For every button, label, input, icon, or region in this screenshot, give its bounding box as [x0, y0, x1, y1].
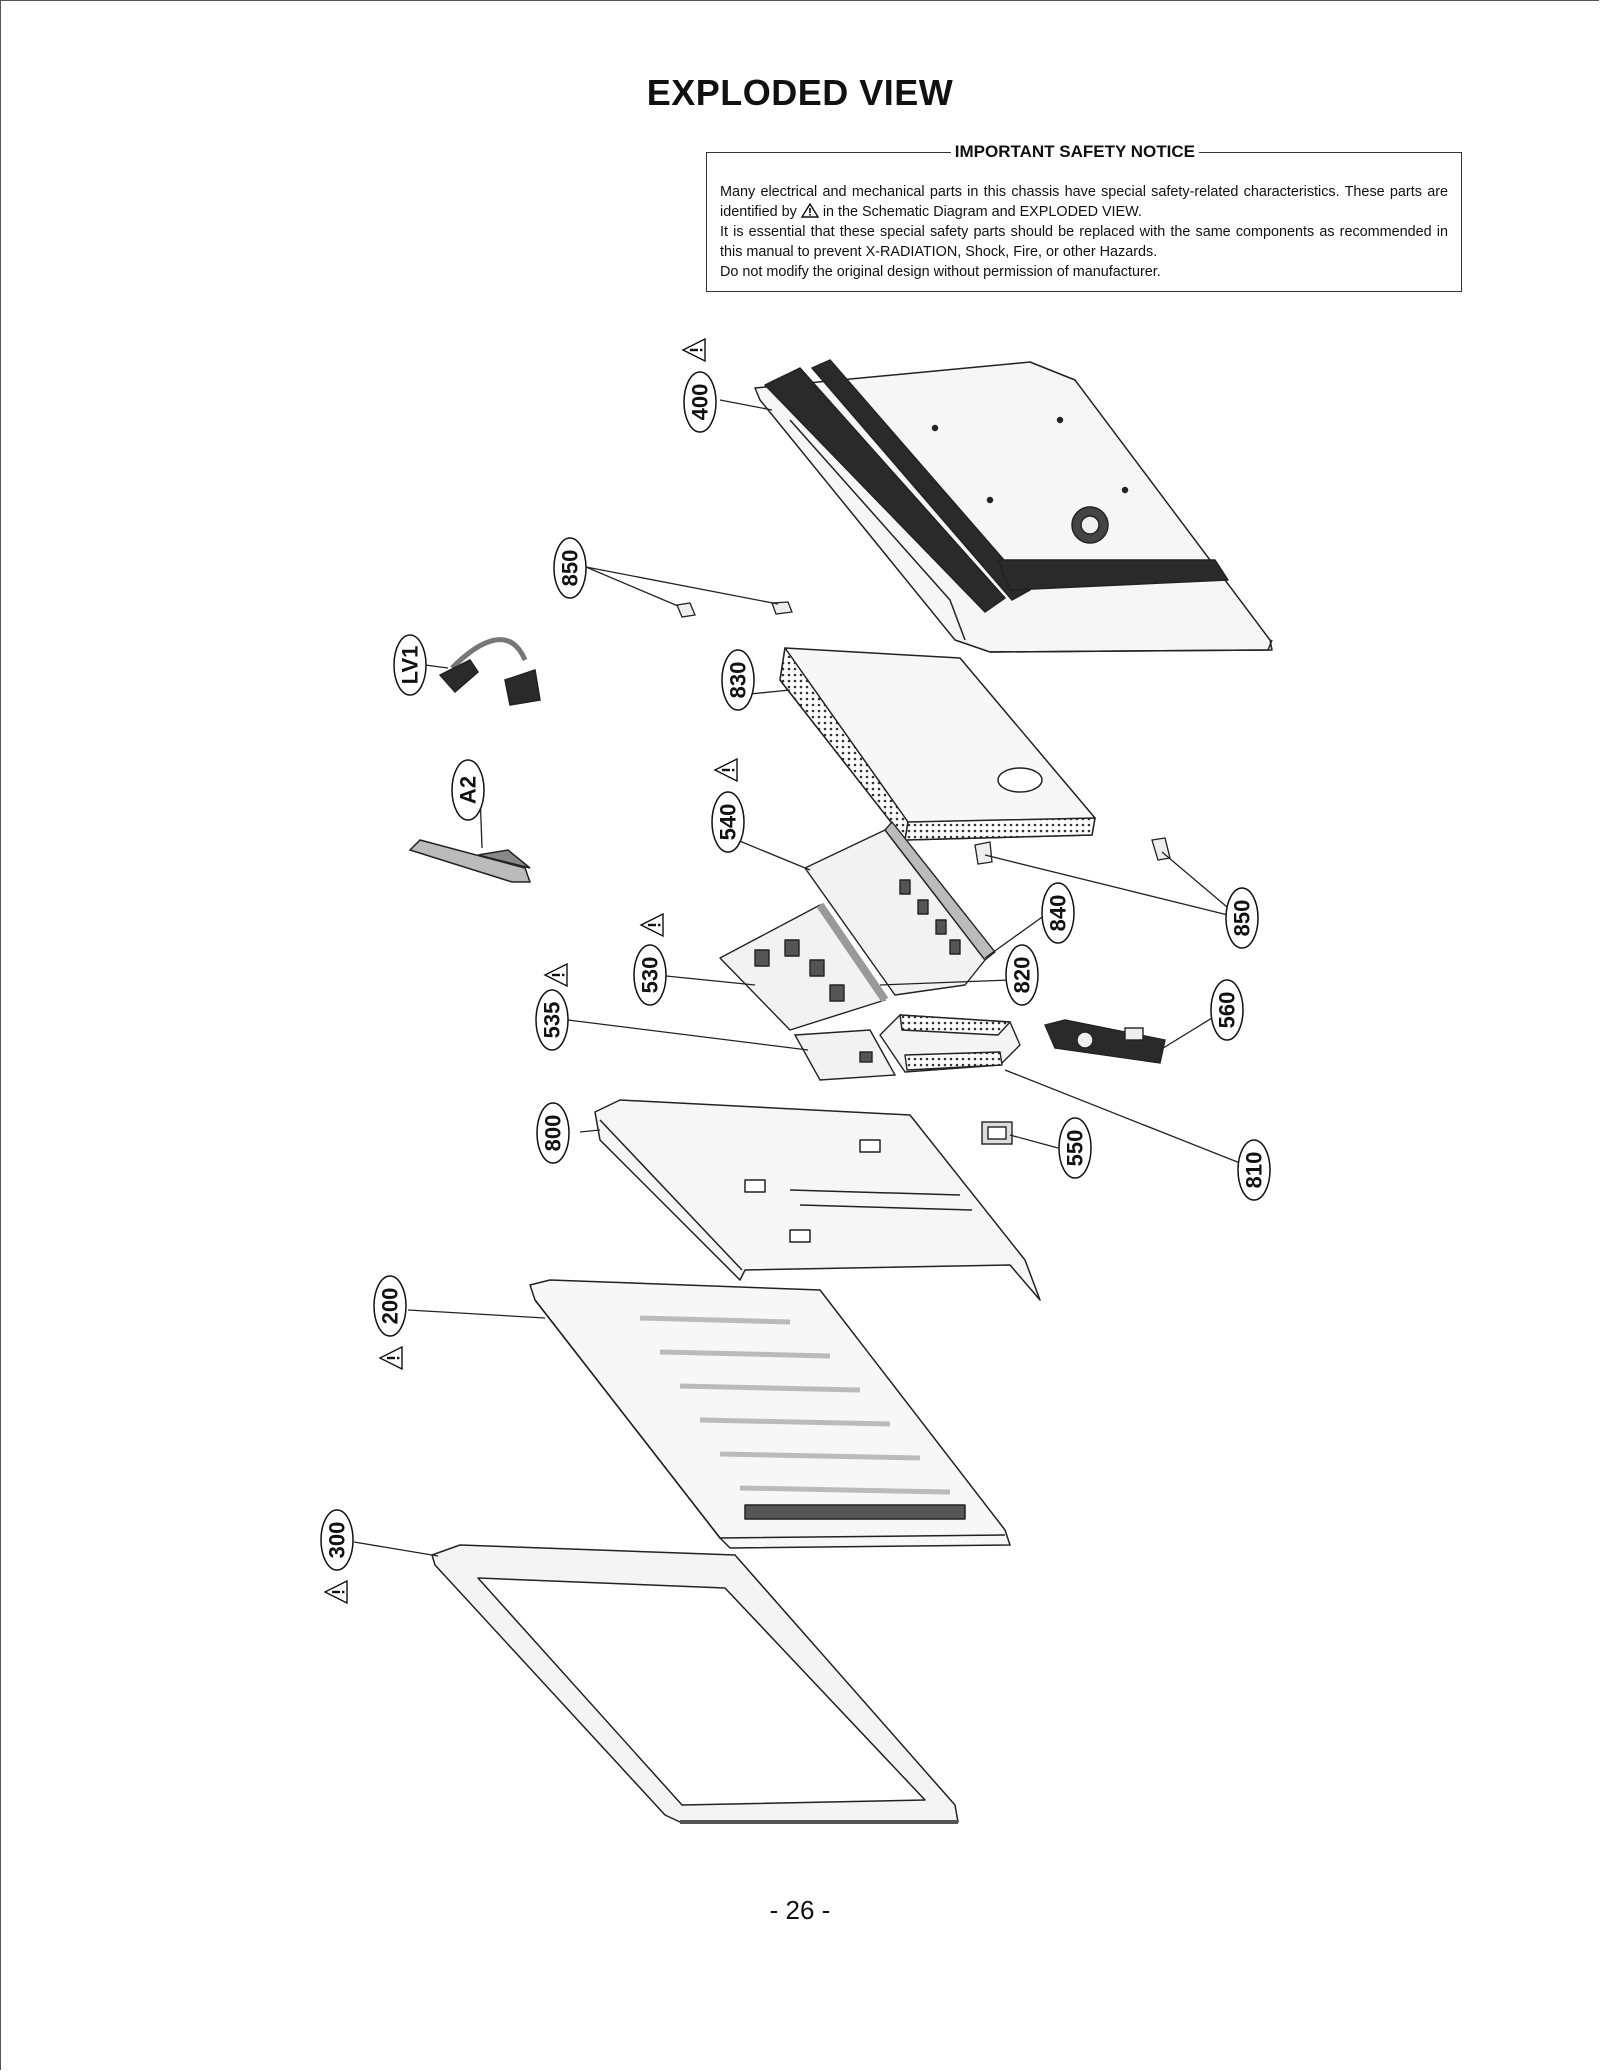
safety-notice-para-1-a: Many electrical and mechanical parts in …: [720, 184, 1448, 220]
safety-notice-box: IMPORTANT SAFETY NOTICE Many electrical …: [706, 142, 1462, 292]
part-filter: [981, 1121, 1013, 1145]
callout-550-label: 550: [1063, 1130, 1088, 1167]
callout-810: 810: [1237, 1139, 1271, 1201]
callout-540: 540: [711, 791, 745, 853]
part-small-board: [793, 1029, 897, 1081]
warning-triangle-icon: [544, 963, 568, 987]
callout-200-label: 200: [378, 1288, 403, 1325]
callout-840-label: 840: [1046, 895, 1071, 932]
callout-800: 800: [536, 1102, 570, 1164]
callout-540-label: 540: [716, 804, 741, 841]
warning-triangle-icon: [682, 338, 706, 362]
callout-560-label: 560: [1215, 992, 1240, 1029]
callout-810-label: 810: [1242, 1152, 1267, 1189]
part-power-board: [719, 902, 889, 1031]
callout-800-label: 800: [541, 1115, 566, 1152]
callout-830: 830: [721, 649, 755, 711]
callout-535: 535: [535, 989, 569, 1051]
callout-400-label: 400: [688, 384, 713, 421]
callout-400: 400: [683, 371, 717, 433]
callout-840: 840: [1041, 882, 1075, 944]
callout-300: 300: [320, 1509, 354, 1571]
safety-notice-para-3: Do not modify the original design withou…: [720, 264, 1161, 280]
warning-triangle-icon: [324, 1580, 348, 1604]
callout-850-top-label: 850: [558, 550, 583, 587]
part-clips-top: [676, 601, 793, 618]
safety-notice-heading: IMPORTANT SAFETY NOTICE: [950, 142, 1199, 162]
callout-A2-label: A2: [456, 776, 481, 804]
safety-notice-para-1: Many electrical and mechanical parts in …: [720, 182, 1448, 222]
callout-850-right: 850: [1225, 887, 1259, 949]
warning-triangle-icon: [714, 758, 738, 782]
warning-triangle-icon: [800, 203, 819, 218]
callout-535-label: 535: [540, 1002, 565, 1039]
part-main-frame: [594, 1099, 1041, 1301]
callout-300-label: 300: [325, 1522, 350, 1559]
callout-850-right-label: 850: [1230, 900, 1255, 937]
callout-850-top: 850: [553, 537, 587, 599]
part-front-bezel: [431, 1544, 959, 1824]
page-title: EXPLODED VIEW: [646, 72, 954, 113]
leader-lines: [353, 399, 1246, 1557]
part-tuner-module: [1044, 1019, 1166, 1064]
callout-820-label: 820: [1010, 957, 1035, 994]
page-number: - 26 -: [769, 1895, 831, 1925]
part-back-cover: [754, 359, 1273, 653]
part-display-panel: [529, 1279, 1011, 1549]
callout-530-label: 530: [638, 957, 663, 994]
callout-LV1: LV1: [393, 634, 427, 696]
callout-A2: A2: [451, 759, 485, 821]
callout-200: 200: [373, 1275, 407, 1337]
callout-550: 550: [1058, 1117, 1092, 1179]
callout-830-label: 830: [726, 662, 751, 699]
safety-notice-para-2: It is essential that these special safet…: [720, 224, 1448, 260]
warning-triangle-icon: [640, 913, 664, 937]
safety-notice-para-1-b: in the Schematic Diagram and EXPLODED VI…: [822, 204, 1142, 220]
callout-560: 560: [1210, 979, 1244, 1041]
part-shield-cover: [779, 647, 1096, 841]
safety-notice-text: Many electrical and mechanical parts in …: [720, 182, 1448, 282]
part-bracket-box: [879, 1014, 1021, 1073]
part-io-board: [804, 821, 996, 996]
part-remote-control: [408, 839, 532, 883]
callout-820: 820: [1005, 944, 1039, 1006]
callout-530: 530: [633, 944, 667, 1006]
warning-triangle-icon: [379, 1346, 403, 1370]
callout-LV1-label: LV1: [398, 646, 423, 685]
part-lvds-cable: [438, 637, 541, 706]
